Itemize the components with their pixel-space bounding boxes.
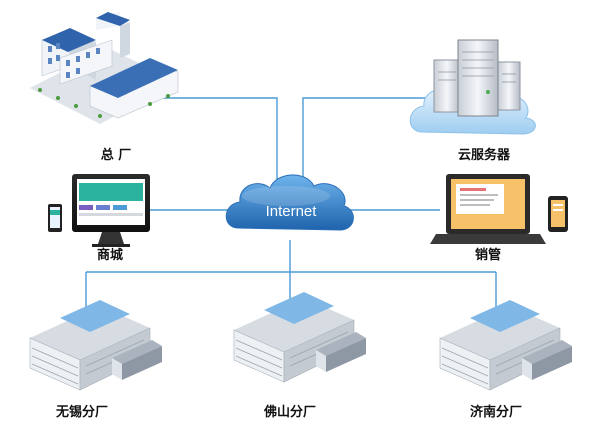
internet-cloud-icon: [225, 174, 354, 231]
cloud-server-label: 云服务器: [458, 147, 511, 163]
branch-wuxi-label: 无锡分厂: [55, 404, 108, 420]
hq-label: 总 厂: [101, 147, 132, 163]
headquarters-building-icon: [30, 12, 179, 124]
edge-cloud-server: [302, 97, 440, 180]
laptop-icon: [430, 174, 546, 244]
mall-label: 商城: [97, 247, 123, 263]
phone-icon: [548, 196, 568, 232]
connection-lines: [85, 97, 497, 318]
factory-building-icon: [439, 300, 572, 391]
factory-building-icon: [29, 300, 162, 391]
edge-hq: [150, 97, 278, 180]
branch-foshan-label: 佛山分厂: [263, 404, 316, 420]
cloud-server-icon: [409, 39, 536, 135]
branch-jinan-label: 济南分厂: [470, 404, 522, 420]
edge-branches: [85, 240, 497, 318]
sales-label: 销管: [475, 247, 501, 263]
monitor-icon: [72, 174, 150, 247]
factory-building-icon: [233, 292, 366, 383]
internet-label: Internet: [266, 203, 318, 220]
phone-icon: [48, 204, 62, 232]
